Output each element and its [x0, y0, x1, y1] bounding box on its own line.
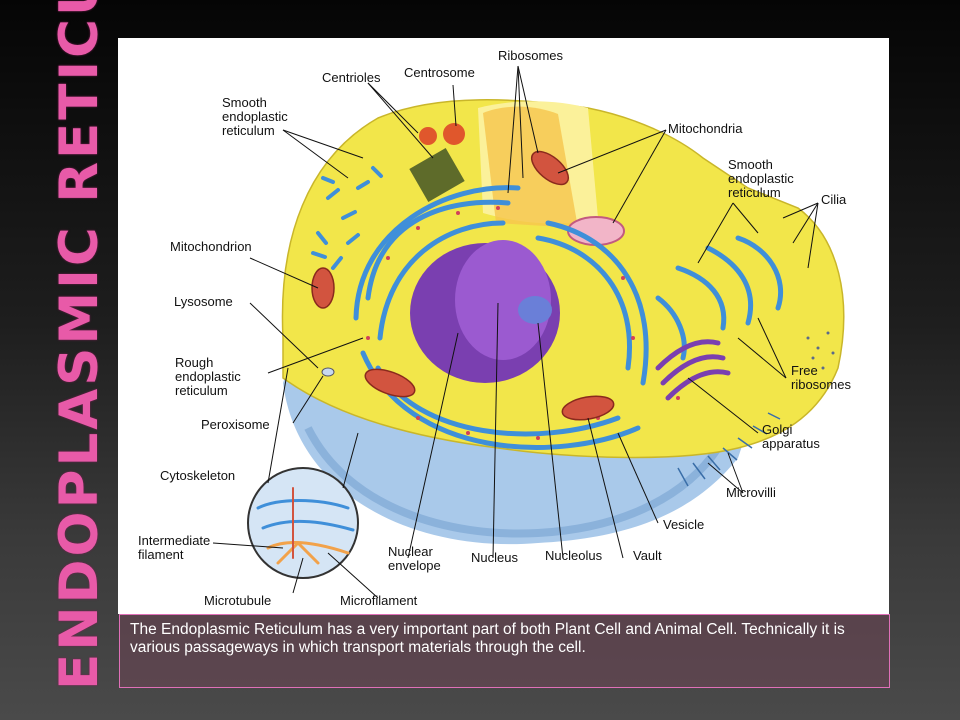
smooth-er-left-shapes [311, 166, 383, 270]
label-free-ribosomes: Free ribosomes [791, 363, 851, 392]
slide-title: ENDOPLASMIC RETICULUM [49, 0, 110, 690]
cell-diagram: Smooth endoplastic reticulum Centrioles … [118, 38, 889, 614]
centrosome-shape [443, 123, 465, 145]
label-mitochondria: Mitochondria [668, 121, 743, 136]
cell-illustration [212, 65, 845, 599]
microvilli-shapes [677, 412, 781, 487]
free-ribosomes-dots [806, 331, 835, 370]
smooth-er-right-shapes [655, 235, 784, 361]
label-golgi: Golgi apparatus [762, 422, 820, 451]
label-lysosome: Lysosome [174, 294, 233, 309]
golgi-shapes [655, 339, 731, 401]
label-nucleus: Nucleus [471, 550, 518, 565]
label-rough-er: Rough endoplastic reticulum [175, 355, 241, 398]
rough-er-shapes [353, 185, 649, 450]
label-smooth-er-right: Smooth endoplastic reticulum [728, 157, 794, 200]
label-centrioles: Centrioles [322, 70, 381, 85]
label-nucleolus: Nucleolus [545, 548, 603, 563]
label-nuclear-envelope: Nuclear envelope [388, 544, 441, 573]
label-intermediate-filament: Intermediate filament [138, 533, 211, 562]
label-cytoskeleton: Cytoskeleton [160, 468, 236, 483]
label-microtubule: Microtubule [204, 593, 272, 608]
caption-text: The Endoplasmic Reticulum has a very imp… [119, 614, 890, 688]
leader-lines [212, 65, 819, 599]
mitochondria-shapes [311, 150, 615, 421]
label-cilia: Cilia [821, 192, 847, 207]
label-microvilli: Microvilli [726, 485, 776, 500]
label-vesicle: Vesicle [663, 517, 705, 532]
nucleolus-shape [518, 296, 552, 324]
label-peroxisome: Peroxisome [201, 417, 270, 432]
label-vault: Vault [633, 548, 662, 563]
label-centrosome: Centrosome [404, 65, 475, 80]
label-microfilament: Microfilament [340, 593, 418, 608]
label-ribosomes: Ribosomes [498, 48, 564, 63]
label-smooth-er-left: Smooth endoplastic reticulum [222, 95, 288, 138]
centrioles-shape [409, 148, 465, 202]
label-mitochondrion: Mitochondrion [170, 239, 252, 254]
